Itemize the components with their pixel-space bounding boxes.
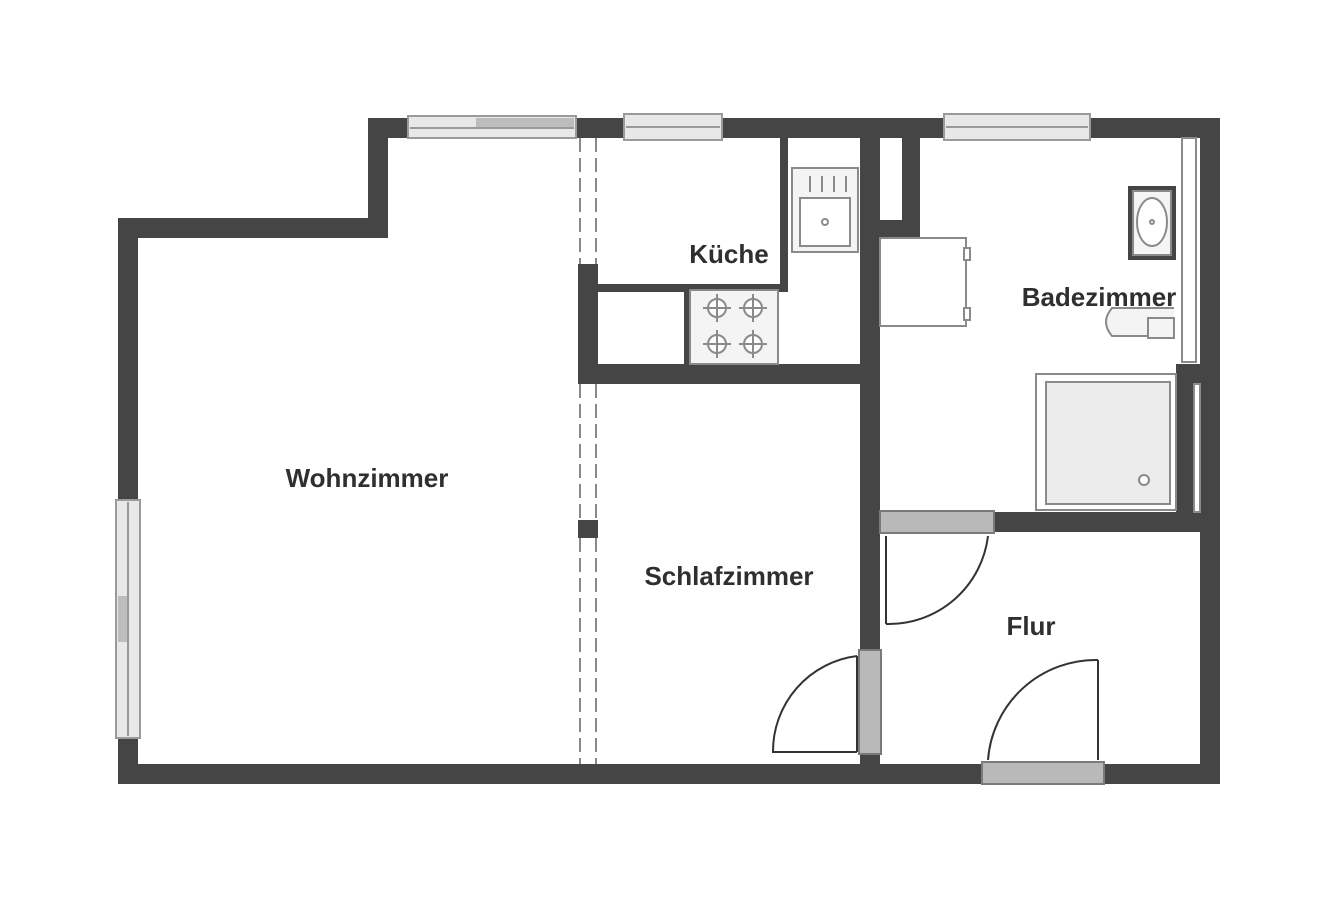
door-bathroom [879, 510, 995, 626]
label-kueche: Küche [689, 239, 768, 269]
label-wohnzimmer: Wohnzimmer [286, 463, 449, 493]
shower-tray-icon [1035, 373, 1177, 511]
windows [115, 113, 1091, 739]
wall-step-vertical [368, 118, 388, 238]
label-badezimmer: Badezimmer [1022, 282, 1177, 312]
washing-machine-icon [879, 237, 971, 327]
door-bedroom [771, 649, 882, 755]
wall-kitchen-bottom [578, 364, 868, 384]
label-flur: Flur [1006, 611, 1055, 641]
bathroom-fixtures [879, 137, 1201, 513]
window-left-living [115, 499, 141, 739]
window-top-living [407, 115, 577, 139]
door-entrance [981, 658, 1105, 785]
wall-shaft-bottom [860, 220, 920, 238]
kitchen-fixtures [689, 167, 859, 365]
window-top-kitchen [623, 113, 723, 141]
wall-bottom [118, 764, 1220, 784]
wall-center-vertical [860, 118, 880, 658]
wall-right [1200, 118, 1220, 784]
bath-wall-panel [1181, 137, 1201, 513]
window-top-bathroom [943, 113, 1091, 141]
wall-kitchen-counter [598, 284, 786, 292]
wall-center-vertical-lower [860, 754, 880, 774]
wall-divider-post [578, 520, 598, 538]
label-schlafzimmer: Schlafzimmer [644, 561, 813, 591]
room-labels: Wohnzimmer Küche Badezimmer Schlafzimmer… [286, 239, 1177, 641]
wall-kitchen-divider [780, 138, 788, 292]
stove-icon [689, 289, 779, 365]
wall-step-horizontal [118, 218, 388, 238]
wall-niche-divider [684, 292, 690, 364]
wall-kitchen-left [578, 264, 598, 384]
open-divider [579, 138, 597, 764]
sink-icon [791, 167, 859, 253]
wall-bath-bottom [994, 512, 1200, 532]
interior-walls [578, 118, 1200, 774]
toilet-icon [1105, 307, 1175, 339]
doors [771, 510, 1105, 785]
wall-shaft-right [902, 118, 920, 238]
washbasin-icon [1128, 186, 1176, 260]
